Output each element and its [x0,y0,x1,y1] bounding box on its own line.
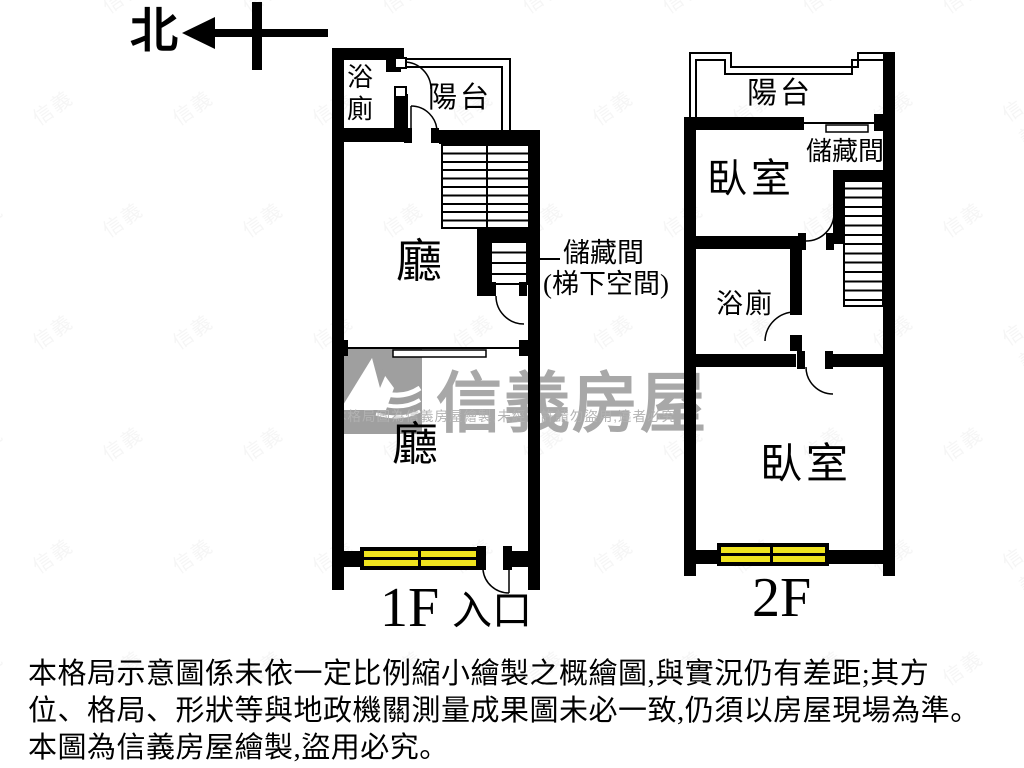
f1-hall-front-label: 廳 [396,236,442,287]
f1-door-hinge-cap [394,57,407,69]
f1-right-wall [528,130,540,590]
f2-window-mullion [770,547,773,562]
f1-stairs-top-wall [439,130,540,144]
f2-floor-label: 2F [752,567,812,629]
sinyi-logo [336,348,422,434]
f2-balcony-wall [684,117,804,130]
f1-bottom-wall-right [510,551,540,567]
f2-bedroom1-wall [684,236,804,249]
f2-stairs-left-wall [833,170,843,244]
f1-entrance-label: 入口 [452,588,532,633]
f2-bedroom2-wall-right [833,354,895,367]
f2-bath-right-wall [790,243,802,315]
f2-door-post [798,233,806,250]
brand-watermark: 信義房屋 [436,366,708,440]
f1-bath-top-wall [332,48,404,60]
copyright-watermark: 本格局圖為信義房屋繪製,未經允許請勿盜用,違者必究 [333,409,677,424]
f2-bath-door-post [790,335,802,351]
f1-bath-bottom-wall [332,128,410,142]
f1-entrance-post [503,546,512,570]
f2-stairs-top-wall [833,170,895,182]
f1-storage-label: 儲藏間 [563,238,644,268]
disclaimer: 本格局示意圖係未依一定比例縮小繪製之概繪圖,與實況仍有差距;其方 位、格局、形狀… [28,656,1013,767]
disclaimer-line: 本格局示意圖係未依一定比例縮小繪製之概繪圖,與實況仍有差距;其方 [28,658,930,690]
f1-storage-left-wall [477,228,490,296]
f1-hall-rear-label: 廳 [392,419,438,470]
f2-left-wall [684,117,696,576]
f1-bathroom-label: 浴廁 [347,63,374,124]
north-label: 北 [130,5,179,58]
f1-staircase-divider [485,144,488,227]
f2-storage-label: 儲藏間 [806,137,885,166]
f1-door-post [431,128,439,143]
f1-door-hinge-cap [394,86,407,98]
f2-bedroom2-wall-left [684,354,796,367]
f1-staircase [441,142,530,229]
f2-door-post [826,233,834,250]
f2-door-post [825,351,833,369]
f1-storage-note: (梯下空間) [543,269,669,299]
f2-bedroom-rear-label: 臥室 [760,442,853,488]
f1-storage-door-post [488,282,496,296]
f2-door-post [797,351,805,369]
f2-window-bar [721,553,825,556]
f1-divider-post [339,340,348,356]
f2-staircase [843,176,884,307]
f1-storage-door-post [519,282,527,296]
f1-left-wall [332,48,344,590]
f2-bedroom-front-label: 臥室 [707,156,795,201]
f2-right-wall [883,52,895,576]
f1-window-mullion [418,551,421,566]
disclaimer-line: 本圖為信義房屋繪製,盜用必究。 [28,732,449,764]
f1-entrance-post [477,546,486,570]
f2-bathroom-label: 浴廁 [716,289,774,319]
f1-balcony-label: 陽台 [428,82,493,114]
f1-understair-storage [490,241,528,285]
f1-bath-right-wall [394,94,408,132]
disclaimer-line: 位、格局、形狀等與地政機關測量成果圖未必一致,仍須以房屋現場為準。 [28,695,980,727]
f1-floor-label: 1F [380,577,440,639]
f2-balcony-label: 陽台 [747,77,813,110]
f1-storage-top-wall [477,228,537,241]
f1-divider-post [519,340,528,356]
f2-window-post [874,114,884,131]
f1-door-post [404,128,412,143]
